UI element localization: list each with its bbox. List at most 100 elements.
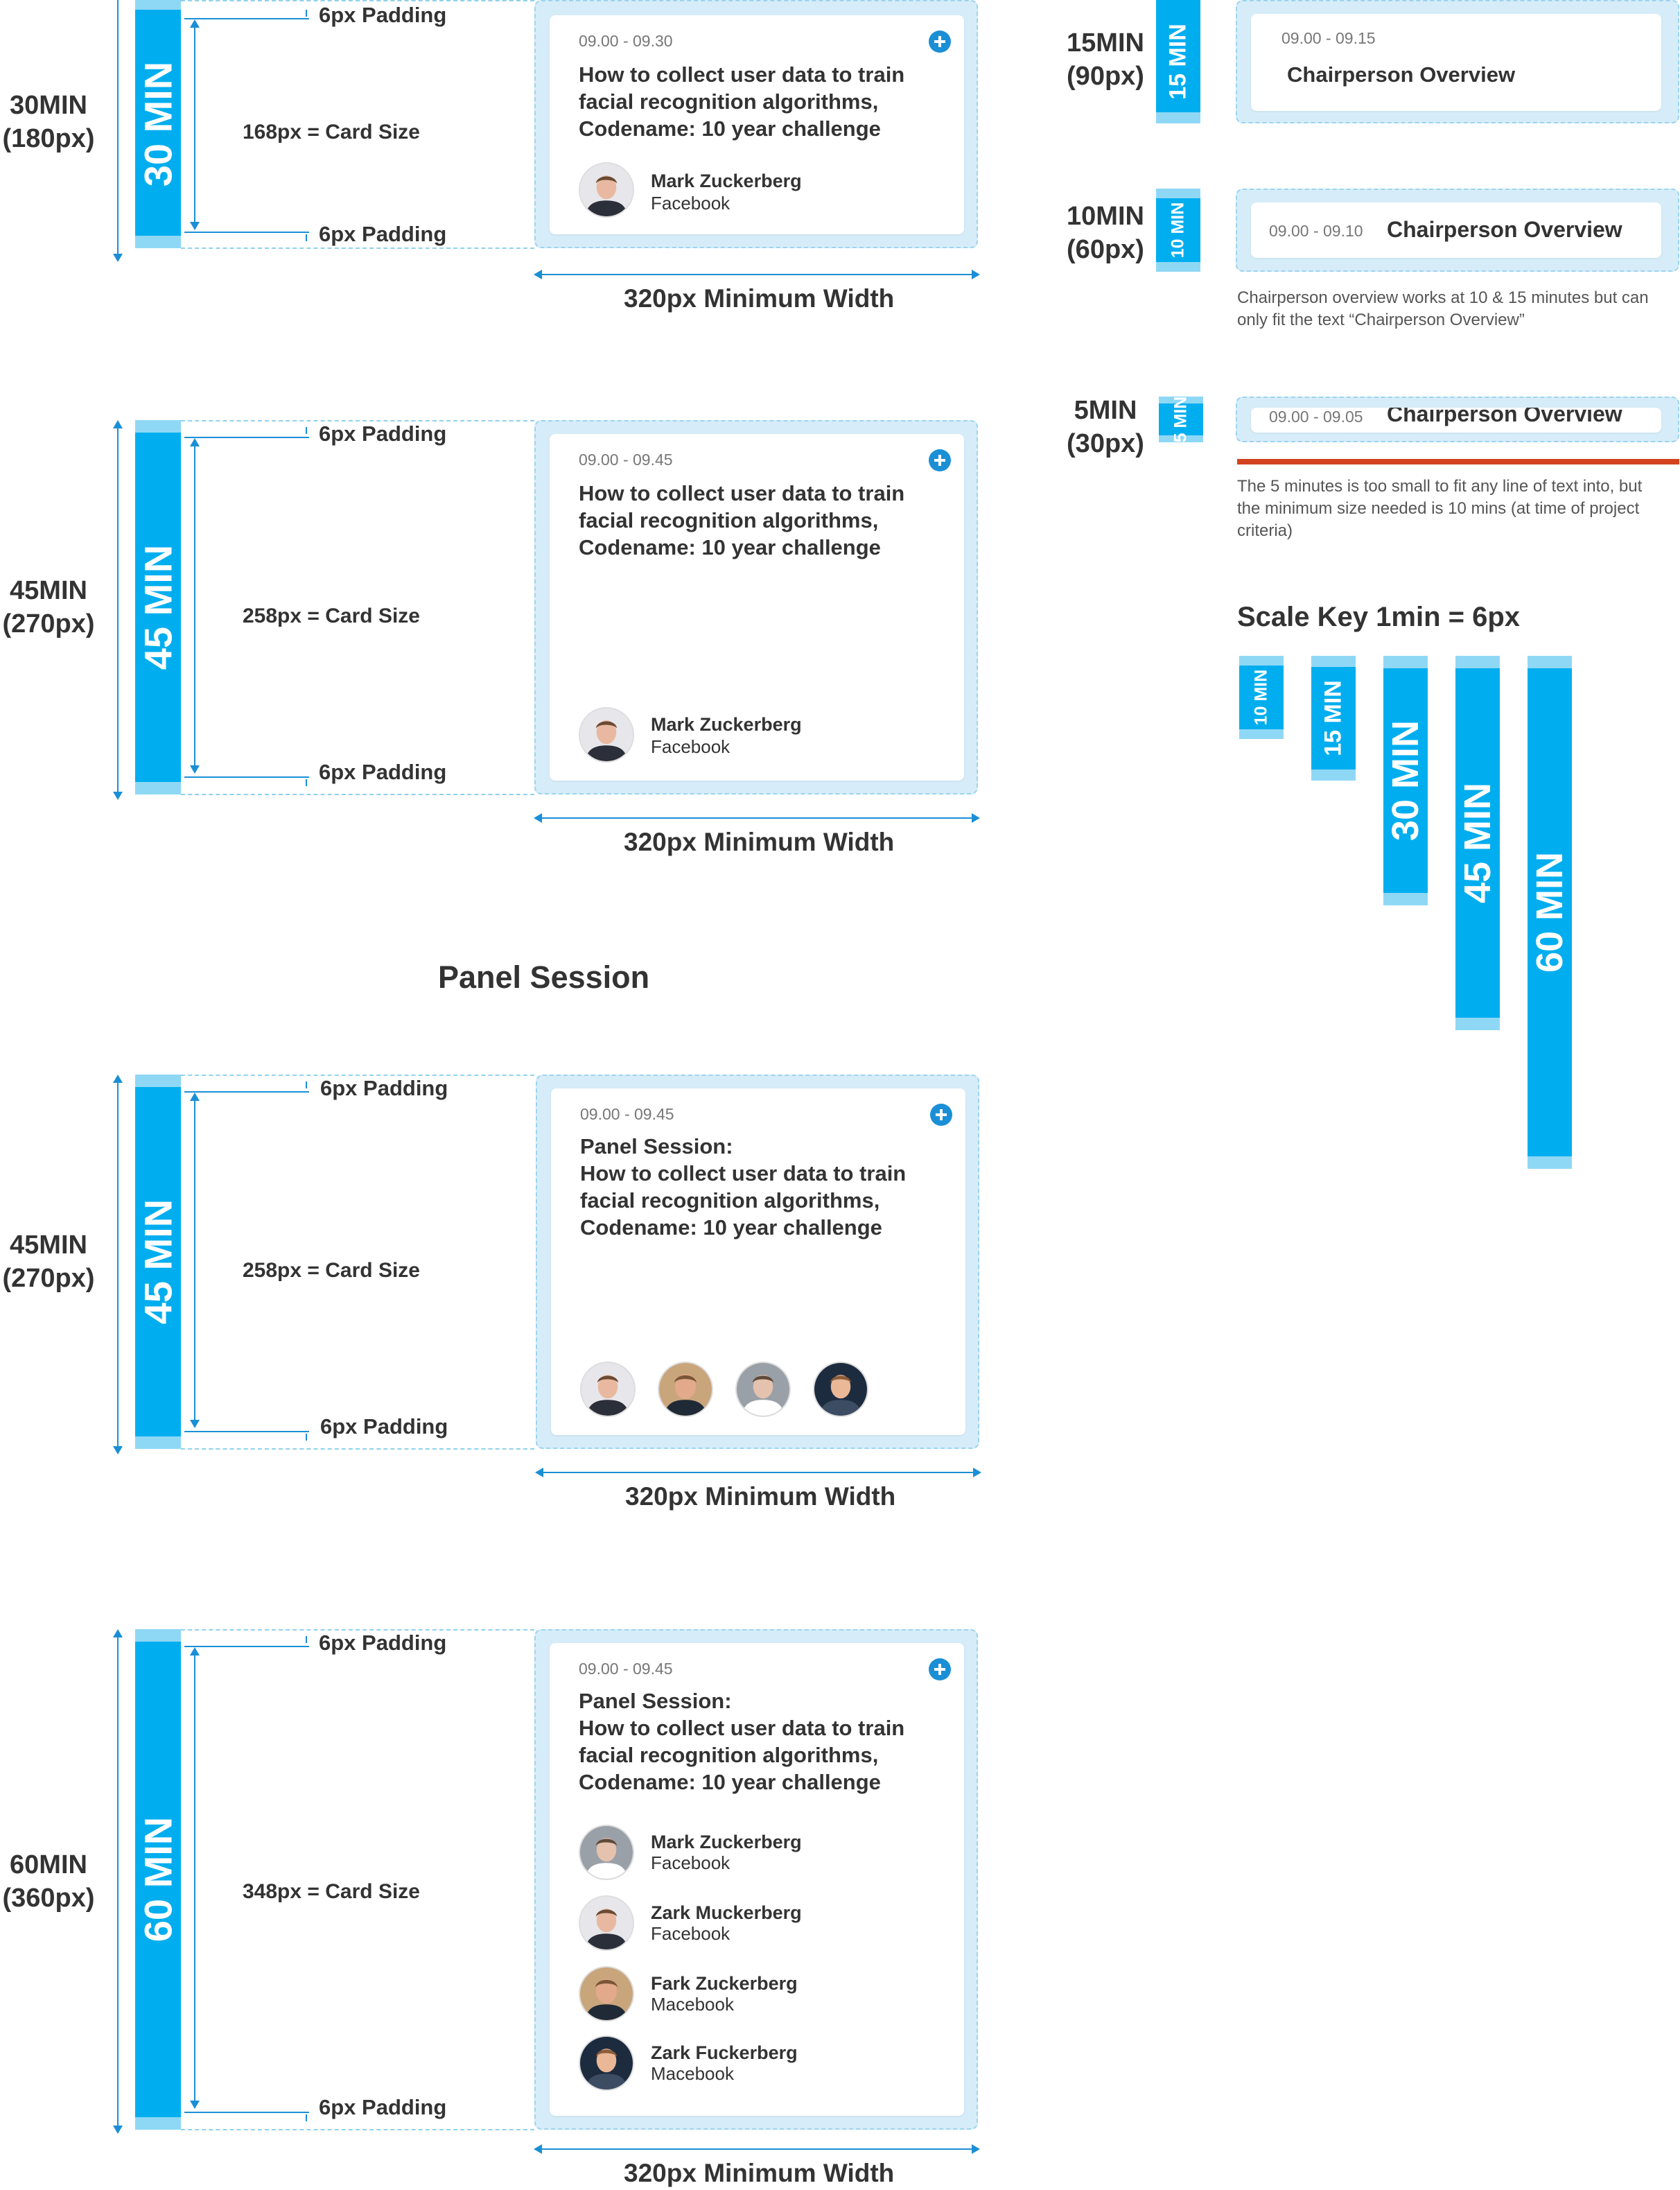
timeline-bar: 30 MIN [135,0,181,248]
min-width-line [539,2148,973,2150]
padding-top-label: 6px Padding [320,1076,448,1100]
arrow-down-icon [190,222,200,230]
scale-key-title: Scale Key 1min = 6px [1237,602,1521,632]
arrow-up-icon [190,19,200,28]
card-size-label: 258px = Card Size [243,605,420,627]
avatar [658,1362,713,1417]
pad-bottom-line [184,776,309,778]
duration-label-px: (270px) [2,609,95,638]
card-title: Chairperson Overview [1287,62,1516,87]
duration-label-px: (360px) [2,1884,95,1913]
avatar [735,1362,791,1417]
arrow-right-icon [972,2144,980,2154]
chair-card[interactable]: 09.00 - 09.05 Chairperson Overview [1251,408,1661,433]
bar-cap-top [1156,189,1200,198]
total-height-line [117,0,119,258]
speaker-name: Mark Zuckerberg [651,714,802,735]
duration-label-min: 10MIN [1067,202,1144,231]
timeline-bar: 60 MIN [135,1629,181,2130]
note-5min: The 5 minutes is too small to fit any li… [1237,477,1643,540]
session-card[interactable]: 09.00 - 09.30 How to collect user data t… [550,15,964,234]
arrow-down-icon [190,1420,200,1428]
timeline-bar-15: 15 MIN [1156,0,1200,123]
bar-cap-top [1383,656,1428,668]
timeline-bar: 45 MIN [135,1075,181,1449]
speaker-name: Mark Zuckerberg [651,171,802,191]
duration-label-min: 5MIN [1074,396,1137,425]
pad-tick [306,1636,307,1643]
duration-label-px: (60px) [1067,235,1144,264]
duration-label-15: 15MIN (90px) [1040,26,1171,93]
add-icon[interactable] [929,449,951,471]
padding-bottom-label: 6px Padding [319,2095,447,2119]
arrow-up-icon [113,420,123,428]
pad-tick [306,1081,307,1088]
speaker-name: Zark Muckerberg [651,1902,802,1923]
speaker-org: Macebook [651,2063,734,2084]
title-line: Codename: 10 year challenge [579,116,881,141]
padding-bottom-label: 6px Padding [319,760,447,784]
arrow-left-icon [534,270,542,279]
avatar [579,162,634,218]
arrow-down-icon [113,254,123,262]
padding-bottom-label: 6px Padding [319,222,447,246]
session-card[interactable]: 09.00 - 09.45 Panel Session: How to coll… [550,1643,964,2116]
title-line: Codename: 10 year challenge [580,1215,882,1240]
arrow-up-icon [190,1647,200,1655]
bar-cap-top [135,420,181,433]
session-card[interactable]: 09.00 - 09.45 Panel Session: How to coll… [551,1088,965,1435]
min-width-line [539,817,973,819]
arrow-up-icon [113,1629,123,1637]
bar-cap-top [135,0,181,10]
add-icon[interactable] [930,1104,952,1126]
arrow-right-icon [972,813,980,823]
session-card[interactable]: 09.00 - 09.45 How to collect user data t… [550,434,964,781]
duration-label: 60MIN (360px) [0,1848,97,1915]
duration-label-px: (30px) [1067,429,1144,458]
duration-label: 30MIN (180px) [0,89,97,155]
bar-cap-bottom [135,1436,181,1449]
add-icon[interactable] [929,1658,951,1680]
scale-bar-60: 60 MIN [1528,656,1572,1169]
duration-label-min: 15MIN [1067,28,1144,58]
bar-cap-bottom [1383,893,1428,905]
duration-label-5: 5MIN (30px) [1040,394,1171,460]
duration-label-10: 10MIN (60px) [1040,200,1171,266]
bar-cap-bottom [1156,112,1200,123]
add-icon[interactable] [929,31,951,53]
card-size-line [194,441,195,772]
bar-label: 45 MIN [136,1199,180,1325]
scale-bar-30: 30 MIN [1383,656,1428,905]
card-title: Chairperson Overview [1387,408,1622,426]
chair-card[interactable]: 09.00 - 09.10 Chairperson Overview [1251,202,1661,258]
padding-top-label: 6px Padding [319,422,447,446]
total-height-line [117,1077,119,1449]
card-size-line [194,22,195,227]
avatar [580,1362,636,1417]
card-size-label: 258px = Card Size [243,1259,420,1282]
avatar [579,1895,634,1951]
section-45min-panel: 45MIN (270px) 45 MIN 6px Padding 258px =… [0,1075,984,1518]
bar-cap-top [135,1075,181,1087]
bar-cap-bottom [135,782,181,794]
card-time: 09.00 - 09.45 [579,451,673,469]
chair-card[interactable]: 09.00 - 09.15 Chairperson Overview [1251,14,1661,111]
guide-top [181,420,534,422]
warning-line [1237,459,1679,464]
card-size-line [194,1095,195,1427]
bar-cap-top [1311,656,1356,667]
total-height-line [117,1632,119,2128]
title-line: How to collect user data to train [579,1716,905,1740]
duration-label: 45MIN (270px) [0,1228,97,1295]
title-line: Codename: 10 year challenge [579,535,881,559]
guide-bottom [181,2129,534,2130]
padding-top-label: 6px Padding [319,3,447,27]
bar-cap-bottom [1455,1018,1500,1030]
bar-cap-top [1159,397,1203,403]
chair-card-container-15: 09.00 - 09.15 Chairperson Overview [1236,0,1679,123]
bar-cap-bottom [135,236,181,248]
pad-top-line [184,1091,309,1093]
speaker-org: Macebook [651,1994,734,2015]
bar-label: 30 MIN [136,61,180,187]
avatar [579,2035,634,2091]
